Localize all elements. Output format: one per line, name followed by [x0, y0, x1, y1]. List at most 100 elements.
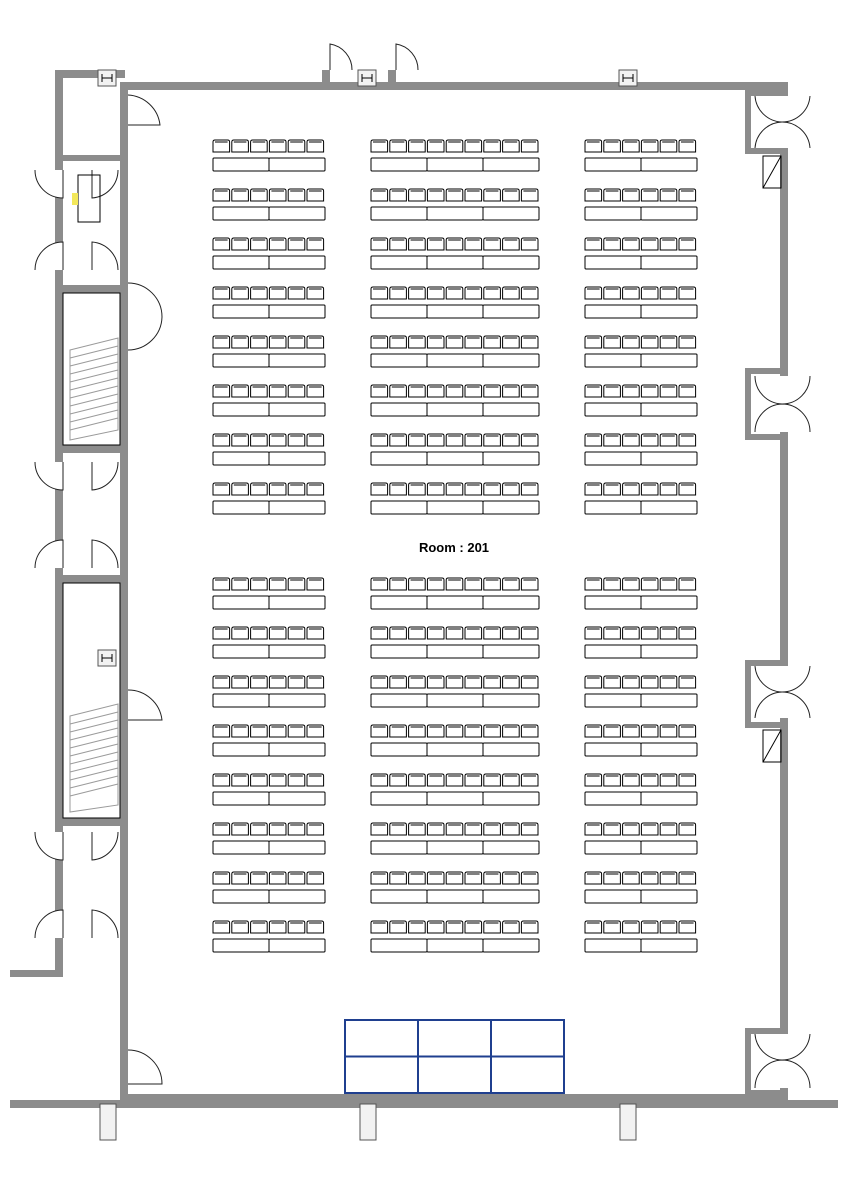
chair [370, 286, 389, 300]
table [640, 595, 698, 610]
chair [678, 335, 697, 349]
table [640, 742, 698, 757]
chair [250, 773, 268, 787]
chair [426, 237, 445, 251]
table [370, 402, 428, 417]
chair [287, 724, 306, 738]
chair [659, 237, 678, 251]
chair [389, 871, 407, 885]
table [640, 840, 698, 855]
chair [268, 286, 287, 300]
chair [640, 237, 659, 251]
chair [231, 920, 249, 934]
chair [464, 675, 483, 689]
right-doors [754, 95, 811, 1089]
chair [445, 675, 464, 689]
chair [622, 577, 640, 591]
chair [370, 237, 389, 251]
chair [408, 920, 426, 934]
table [268, 595, 326, 610]
chair [603, 822, 621, 836]
chair [268, 822, 287, 836]
table [584, 206, 642, 221]
chair [584, 237, 603, 251]
table [268, 353, 326, 368]
chair [483, 237, 501, 251]
chair [268, 384, 287, 398]
chair [659, 626, 678, 640]
accent-marker [72, 193, 78, 205]
chair [250, 237, 268, 251]
chair [268, 139, 287, 153]
table [212, 157, 270, 172]
chair [250, 577, 268, 591]
table [426, 889, 484, 904]
chair [389, 335, 407, 349]
chair [640, 139, 659, 153]
chair [231, 335, 249, 349]
table [426, 500, 484, 515]
table [482, 451, 540, 466]
table [426, 206, 484, 221]
chair [678, 237, 697, 251]
chair [640, 433, 659, 447]
table [370, 304, 428, 319]
chair [287, 773, 306, 787]
chair [659, 384, 678, 398]
chair [408, 675, 426, 689]
chair [306, 482, 325, 496]
chair [287, 237, 306, 251]
table [268, 840, 326, 855]
chair [389, 822, 407, 836]
chair [231, 384, 249, 398]
chair [287, 626, 306, 640]
chair [445, 139, 464, 153]
chair [250, 724, 268, 738]
chair [502, 237, 520, 251]
chair [603, 920, 621, 934]
door-swing-icon [329, 43, 353, 71]
chair [306, 237, 325, 251]
stage-platform [417, 1055, 492, 1094]
chair [520, 920, 539, 934]
chair [287, 433, 306, 447]
chair [231, 139, 249, 153]
table [584, 938, 642, 953]
chair [483, 577, 501, 591]
table [212, 451, 270, 466]
chair [212, 384, 231, 398]
chair [584, 286, 603, 300]
stage-platform [344, 1019, 419, 1058]
chair [483, 139, 501, 153]
chair [464, 286, 483, 300]
bottom-exits [99, 1103, 637, 1141]
chair [250, 188, 268, 202]
chair [584, 433, 603, 447]
table [482, 644, 540, 659]
chair [502, 871, 520, 885]
chair [640, 626, 659, 640]
fire-extinguisher-icons [97, 69, 638, 667]
table [212, 500, 270, 515]
chair [603, 482, 621, 496]
chair [483, 188, 501, 202]
chair [408, 822, 426, 836]
table [426, 742, 484, 757]
chair [212, 482, 231, 496]
chair [520, 482, 539, 496]
chair [389, 237, 407, 251]
chair [426, 577, 445, 591]
chair [268, 724, 287, 738]
chair [250, 871, 268, 885]
chair [464, 188, 483, 202]
door-swing-icon [395, 43, 419, 71]
chair [659, 822, 678, 836]
chair [483, 286, 501, 300]
table [370, 255, 428, 270]
chair [464, 139, 483, 153]
table [584, 693, 642, 708]
table [212, 938, 270, 953]
chair [212, 188, 231, 202]
table [482, 791, 540, 806]
